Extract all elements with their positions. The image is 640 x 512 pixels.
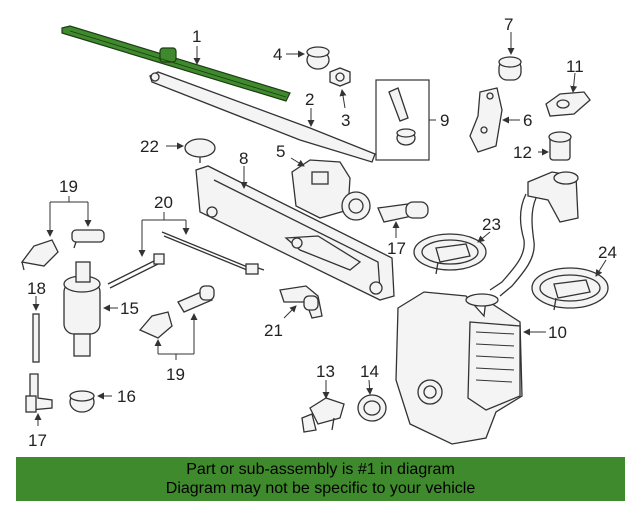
callout-12: 12 xyxy=(513,143,532,162)
wiper-blade-part-1[interactable] xyxy=(61,25,291,102)
nut-part-3 xyxy=(329,67,351,87)
linkage-frame-part-8 xyxy=(195,165,395,301)
callout-1: 1 xyxy=(192,27,201,46)
filler-neck xyxy=(489,171,579,297)
callout-17-upper: 17 xyxy=(387,239,406,258)
callout-11: 11 xyxy=(566,57,584,76)
nozzle-part-19-upper xyxy=(20,229,105,271)
callout-3: 3 xyxy=(341,111,350,130)
banner-line-1: Part or sub-assembly is #1 in diagram xyxy=(186,461,455,478)
grommet-part-16 xyxy=(69,390,95,413)
callout-19-upper: 19 xyxy=(59,177,78,196)
callout-2: 2 xyxy=(305,90,314,109)
bushing-part-12 xyxy=(548,131,572,161)
callout-8: 8 xyxy=(239,149,248,168)
callout-4: 4 xyxy=(273,45,282,64)
connector-part-17-lower xyxy=(25,373,53,413)
pump-part-13 xyxy=(301,397,345,433)
callout-17-lower: 17 xyxy=(28,431,47,450)
callout-7: 7 xyxy=(504,15,513,34)
parts-diagram: 1 2 4 3 22 9 7 xyxy=(20,15,617,450)
info-banner: Part or sub-assembly is #1 in diagram Di… xyxy=(16,457,625,501)
cap-part-4 xyxy=(306,46,330,70)
callout-14: 14 xyxy=(360,362,379,381)
rods-part-20 xyxy=(107,231,265,289)
bolt-kit-part-9 xyxy=(375,79,430,161)
y-connector-part-21 xyxy=(279,285,323,319)
bumper-part-7 xyxy=(498,56,522,81)
connector-part-17-upper xyxy=(377,201,429,223)
callout-5: 5 xyxy=(276,142,285,161)
hose-part-18 xyxy=(32,313,40,363)
callout-19-lower: 19 xyxy=(166,365,185,384)
callout-24: 24 xyxy=(598,243,617,262)
callout-16: 16 xyxy=(117,387,136,406)
callout-22: 22 xyxy=(140,137,159,156)
callout-9: 9 xyxy=(440,111,449,130)
washer-reservoir-part-10 xyxy=(395,291,523,445)
callout-6: 6 xyxy=(523,111,532,130)
wiper-arm-part-2 xyxy=(149,71,376,163)
callout-20: 20 xyxy=(154,193,173,212)
washer-pump-part-15 xyxy=(63,261,101,357)
callout-21: 21 xyxy=(264,321,283,340)
grommet-part-22 xyxy=(184,138,216,163)
callout-15: 15 xyxy=(120,299,139,318)
bracket-part-6 xyxy=(469,87,503,153)
callout-10: 10 xyxy=(548,323,567,342)
callout-23: 23 xyxy=(482,215,501,234)
callout-18: 18 xyxy=(27,279,46,298)
nozzle-part-23 xyxy=(413,233,487,275)
nozzle-part-19-lower xyxy=(138,285,215,339)
callout-13: 13 xyxy=(316,362,335,381)
nozzle-part-24 xyxy=(531,267,609,311)
wiper-motor-part-5 xyxy=(291,159,371,221)
plate-part-11 xyxy=(545,91,591,117)
seal-part-14 xyxy=(357,394,387,422)
banner-line-2: Diagram may not be specific to your vehi… xyxy=(165,480,476,497)
